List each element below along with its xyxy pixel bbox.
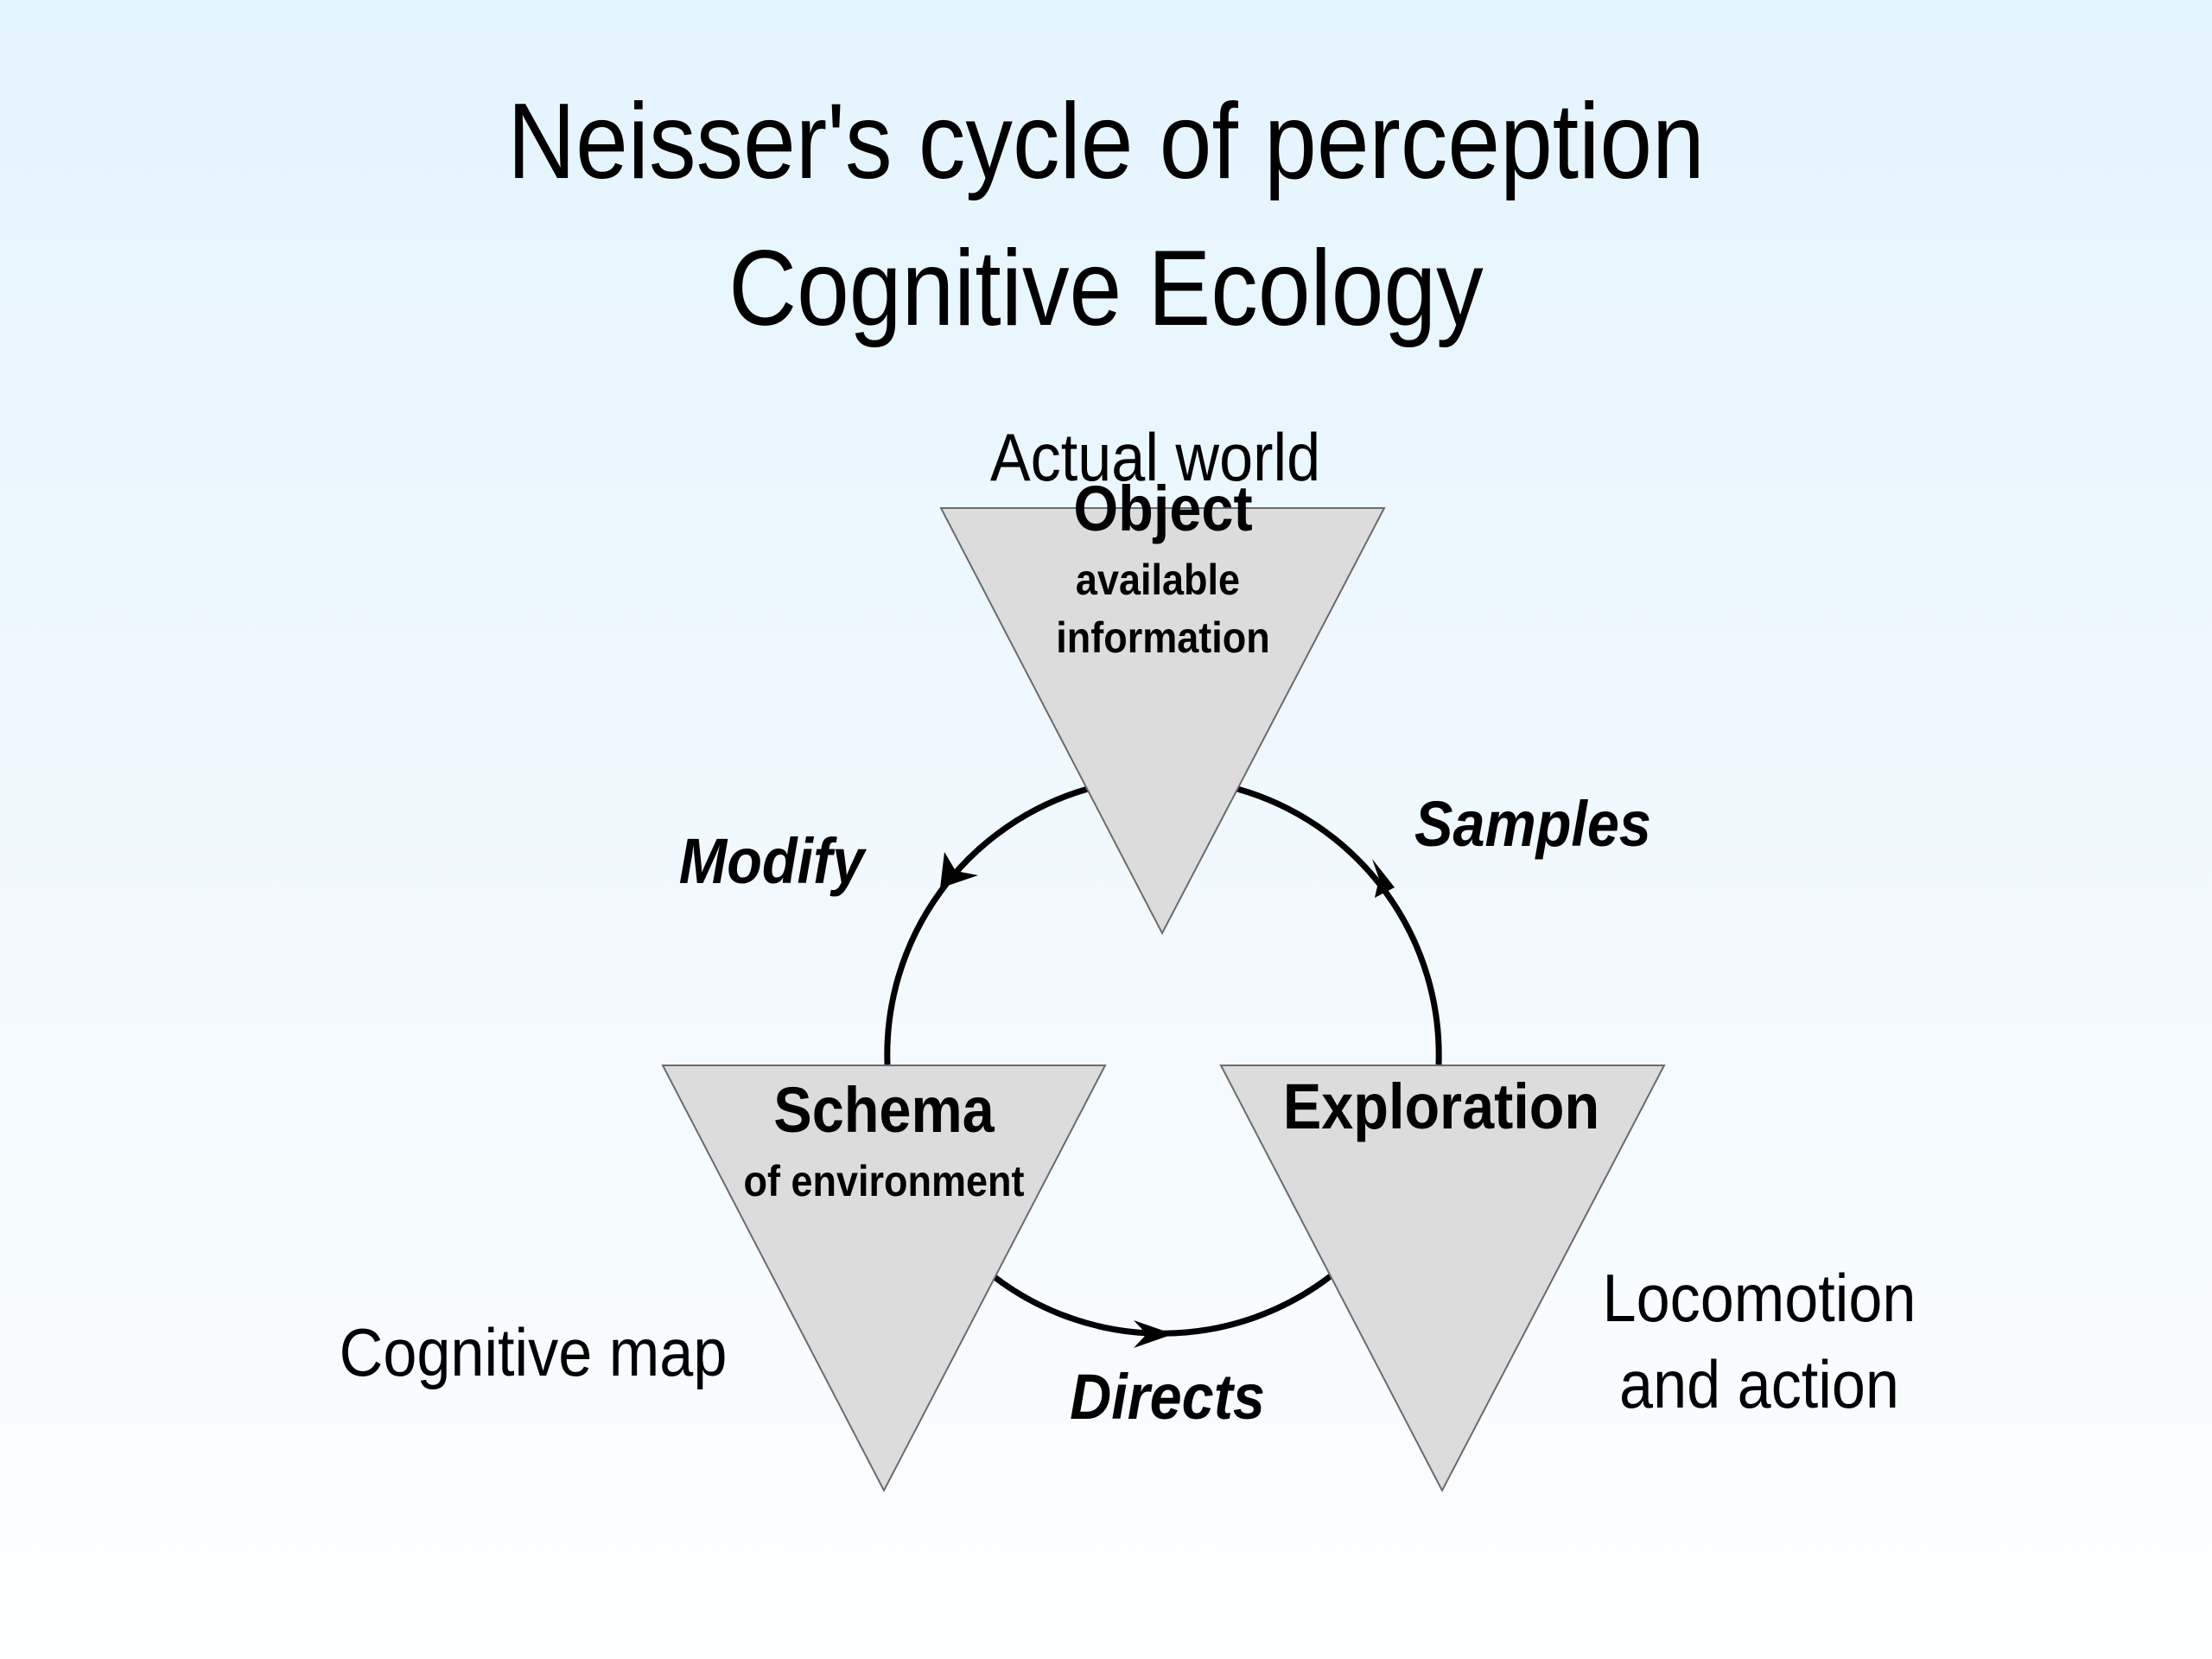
slide-title: Neisser's cycle of perception (507, 82, 1705, 201)
actual-world-label: Actual world (989, 419, 1321, 495)
locomotion-label-line1: Locomotion (1602, 1260, 1916, 1336)
directs-label: Directs (1070, 1361, 1265, 1433)
exploration-triangle (1219, 1065, 1666, 1493)
schema-node-subtitle: of environment (743, 1157, 1025, 1205)
object-triangle (939, 507, 1386, 936)
samples-arrowhead (1372, 859, 1395, 898)
object-node-title: Object (1073, 473, 1253, 544)
cycle-arc-directs (992, 1273, 1334, 1337)
schema-triangle (661, 1065, 1107, 1493)
samples-label: Samples (1414, 788, 1651, 860)
object-node-subtitle-line2: information (1056, 613, 1270, 662)
exploration-node-title: Exploration (1282, 1071, 1600, 1142)
modify-arrowhead (940, 852, 978, 888)
cycle-arc-samples (1236, 785, 1442, 1065)
slide-subtitle: Cognitive Ecology (728, 229, 1484, 348)
object-node-subtitle-line1: available (1075, 556, 1241, 604)
cognitive-map-label: Cognitive map (339, 1314, 728, 1390)
locomotion-label-line2: and action (1619, 1346, 1899, 1422)
schema-node-title: Schema (773, 1074, 995, 1146)
directs-arrowhead (1134, 1320, 1173, 1348)
cycle-arc-modify (884, 785, 1089, 1065)
modify-label: Modify (678, 825, 865, 897)
